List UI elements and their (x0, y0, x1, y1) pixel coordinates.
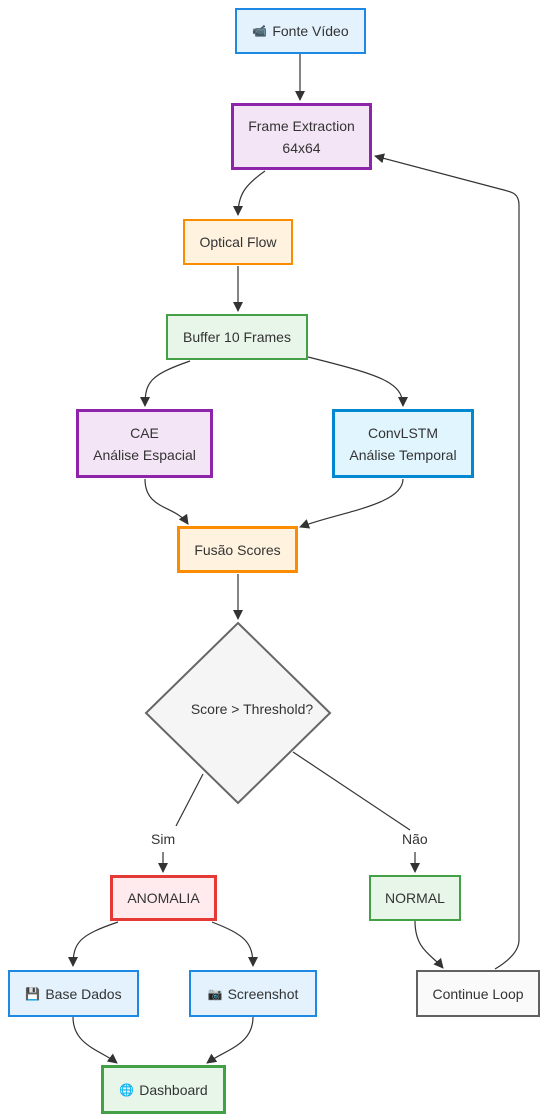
node-optical-flow: Optical Flow (183, 219, 293, 265)
edge-buffer-to-cae (140, 360, 191, 407)
node-cae-line1: CAE (130, 424, 159, 441)
node-frame-extraction-line2: 64x64 (282, 139, 321, 156)
edge-buffer-to-convlstm (307, 356, 408, 407)
node-fusao-scores: Fusão Scores (177, 526, 298, 573)
edge-anomalia-to-screenshot (211, 921, 258, 967)
edge-frame-to-optical (233, 170, 266, 216)
node-cae-line2: Análise Espacial (93, 446, 196, 463)
node-fonte-video-label: Fonte Vídeo (272, 23, 349, 39)
node-base-dados-label: Base Dados (45, 985, 122, 1002)
edge-label-sim: Sim (149, 831, 178, 847)
floppy-disk-icon: 💾 (25, 986, 41, 1001)
node-buffer-label: Buffer 10 Frames (183, 329, 291, 345)
node-continue-loop-label: Continue Loop (432, 985, 524, 1002)
node-optical-flow-label: Optical Flow (199, 234, 277, 250)
decision-diamond (144, 621, 332, 805)
edge-decision-to-nao (292, 751, 411, 831)
decision-label: Score > Threshold? (190, 701, 314, 717)
node-screenshot-label: Screenshot (227, 985, 299, 1002)
node-continue-loop: Continue Loop (416, 970, 540, 1017)
node-cae: CAE Análise Espacial (76, 409, 213, 478)
edge-screenshot-to-dashboard (206, 1016, 254, 1064)
edge-decision-to-sim (175, 773, 204, 827)
node-convlstm-line1: ConvLSTM (367, 424, 439, 441)
video-camera-icon: 📹 (252, 24, 268, 38)
edge-anomalia-to-base (68, 921, 119, 967)
node-convlstm-line2: Análise Temporal (349, 446, 457, 463)
node-fonte-video: 📹 Fonte Vídeo (235, 8, 366, 54)
node-base-dados: 💾 Base Dados (8, 970, 139, 1017)
node-normal: NORMAL (369, 875, 461, 921)
node-dashboard: 🌐 Dashboard (101, 1065, 226, 1114)
edge-continue-loop-back (374, 153, 520, 970)
node-frame-extraction-line1: Frame Extraction (248, 117, 355, 134)
node-anomalia-label: ANOMALIA (127, 890, 200, 906)
camera-icon: 📷 (207, 986, 223, 1001)
globe-icon: 🌐 (119, 1082, 135, 1097)
node-convlstm: ConvLSTM Análise Temporal (332, 409, 474, 478)
edge-normal-to-continue (414, 920, 444, 969)
node-screenshot: 📷 Screenshot (189, 970, 317, 1017)
edge-cae-to-fusao (144, 478, 189, 525)
edge-convlstm-to-fusao (299, 478, 404, 529)
edge-base-to-dashboard (72, 1016, 118, 1064)
node-frame-extraction: Frame Extraction 64x64 (231, 103, 372, 170)
node-buffer: Buffer 10 Frames (166, 314, 308, 360)
node-anomalia: ANOMALIA (110, 875, 217, 921)
node-dashboard-label: Dashboard (139, 1081, 208, 1098)
node-normal-label: NORMAL (385, 890, 445, 906)
edge-label-nao: Não (400, 831, 430, 847)
node-fusao-label: Fusão Scores (194, 541, 281, 558)
